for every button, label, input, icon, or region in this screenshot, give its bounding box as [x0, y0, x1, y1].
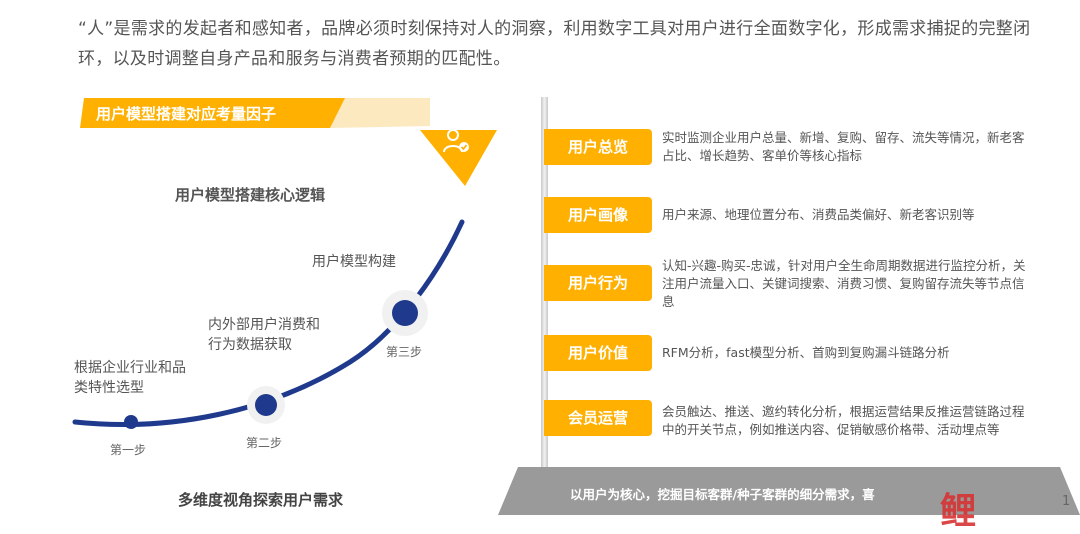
dimension-label: 用户行为 [544, 265, 652, 301]
dimension-label: 用户价值 [544, 335, 652, 371]
dimension-desc: 会员触达、推送、邀约转化分析，根据运营结果反推运营链路过程中的开关节点，例如推送… [662, 404, 1025, 437]
core-logic-title: 用户模型搭建核心逻辑 [175, 186, 326, 204]
step-marker-1 [124, 415, 138, 429]
step-3-tag: 第三步 [386, 345, 423, 359]
dimension-label: 用户画像 [544, 197, 652, 233]
step-1-tag: 第一步 [110, 443, 147, 457]
bottom-title: 多维度视角探索用户需求 [178, 491, 344, 509]
step-2-tag: 第二步 [246, 436, 283, 450]
step-marker-3 [382, 290, 428, 336]
dimension-desc: RFM分析，fast模型分析、首购到复购漏斗链路分析 [662, 345, 950, 360]
platform-shape [498, 467, 1080, 515]
dimension-desc: 认知-兴趣-购买-忠诚，针对用户全生命周期数据进行监控分析，关注用户流量入口、关… [662, 258, 1026, 309]
banner-title: 用户模型搭建对应考量因子 [96, 105, 277, 123]
watermark-logo: 鲤 [940, 491, 979, 532]
dimension-row-membership: 会员运营 会员触达、推送、邀约转化分析，根据运营结果反推运营链路过程中的开关节点… [544, 396, 1044, 440]
dimension-row-value: 用户价值 RFM分析，fast模型分析、首购到复购漏斗链路分析 [544, 331, 1044, 375]
dimension-label: 用户总览 [544, 129, 652, 165]
step-3-label: 用户模型构建 [312, 254, 396, 270]
dimension-row-behavior: 用户行为 认知-兴趣-购买-忠诚，针对用户全生命周期数据进行监控分析，关注用户流… [544, 258, 1044, 309]
step-marker-2 [247, 386, 285, 424]
banner-shape [80, 98, 345, 128]
page-number: 1 [1062, 494, 1071, 509]
intro-paragraph: “人”是需求的发起者和感知者，品牌必须时刻保持对人的洞察，利用数字工具对用户进行… [78, 19, 1031, 69]
platform-caption: 以用户为核心，挖掘目标客群/种子客群的细分需求，喜 [570, 487, 875, 502]
dimension-desc: 用户来源、地理位置分布、消费品类偏好、新老客识别等 [662, 207, 975, 222]
arrow-head [420, 130, 497, 186]
dimension-row-overview: 用户总览 实时监测企业用户总量、新增、复购、留存、流失等情况，新老客占比、增长趋… [544, 125, 1044, 169]
dimension-desc: 实时监测企业用户总量、新增、复购、留存、流失等情况，新老客占比、增长趋势、客单价… [662, 130, 1025, 163]
dimension-row-portrait: 用户画像 用户来源、地理位置分布、消费品类偏好、新老客识别等 [544, 193, 1044, 237]
user-check-icon [443, 129, 469, 153]
banner-shadow [330, 98, 430, 128]
step-1-label: 根据企业行业和品类特性选型 [74, 360, 186, 396]
dimension-label: 会员运营 [544, 400, 652, 436]
growth-curve [72, 219, 465, 427]
step-2-label: 内外部用户消费和行为数据获取 [208, 317, 320, 353]
